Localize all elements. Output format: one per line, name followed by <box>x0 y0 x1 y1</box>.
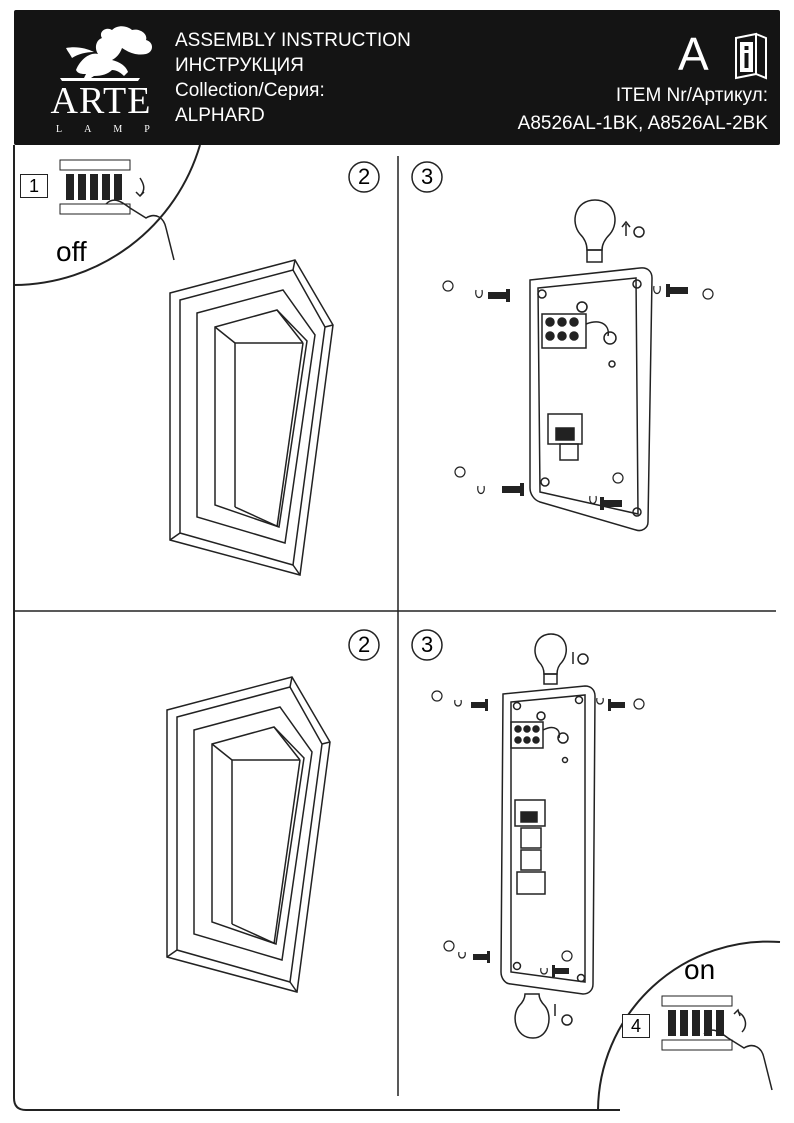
hand-off-icon <box>105 177 175 261</box>
step-4-number: 4 <box>622 1014 650 1038</box>
marker-3-top-icon <box>411 161 443 193</box>
collection-value: ALPHARD <box>175 105 265 126</box>
on-label: on <box>684 954 716 985</box>
marker-3-bottom-icon <box>411 629 443 661</box>
frame-left-bottom-line <box>13 145 620 1111</box>
header-bar: ARTE LAMP ASSEMBLY INSTRUCTION ИНСТРУКЦИ… <box>14 10 780 145</box>
marker-3-top: 3 <box>421 164 434 189</box>
on-circle-arc <box>597 940 781 1111</box>
lantern-top-left <box>169 259 334 576</box>
marker-2-bottom-icon <box>348 629 380 661</box>
step-1-number: 1 <box>20 174 48 198</box>
item-label: ITEM Nr/Артикул: <box>615 85 768 106</box>
collection-label: Collection/Серия: <box>175 80 325 101</box>
info-book-icon <box>735 32 767 80</box>
breaker-off-icon <box>59 159 131 215</box>
griffin-logo-icon <box>60 26 152 81</box>
hand-on-icon <box>703 1008 773 1091</box>
brand-subtitle: LAMP <box>56 124 172 135</box>
off-circle-arc <box>13 144 201 286</box>
item-value: A8526AL-1BK, A8526AL-2BK <box>517 113 768 134</box>
title-block: ASSEMBLY INSTRUCTION ИНСТРУКЦИЯ Collecti… <box>175 28 411 128</box>
document-letter: A <box>678 28 709 80</box>
title-russian: ИНСТРУКЦИЯ <box>175 55 304 76</box>
lantern-bottom-left <box>166 676 331 993</box>
mounting-plate-top <box>442 199 714 532</box>
marker-2-top: 2 <box>358 164 371 189</box>
brand-name: ARTE <box>50 80 152 122</box>
mounting-plate-bottom <box>431 633 645 1039</box>
marker-2-bottom: 2 <box>358 632 371 657</box>
marker-3-bottom: 3 <box>421 632 434 657</box>
off-label: off <box>56 236 87 267</box>
item-block: ITEM Nr/Артикул: A8526AL-1BK, A8526AL-2B… <box>518 82 768 138</box>
breaker-on-icon <box>661 995 733 1051</box>
marker-2-top-icon <box>348 161 380 193</box>
title-english: ASSEMBLY INSTRUCTION <box>175 30 411 51</box>
